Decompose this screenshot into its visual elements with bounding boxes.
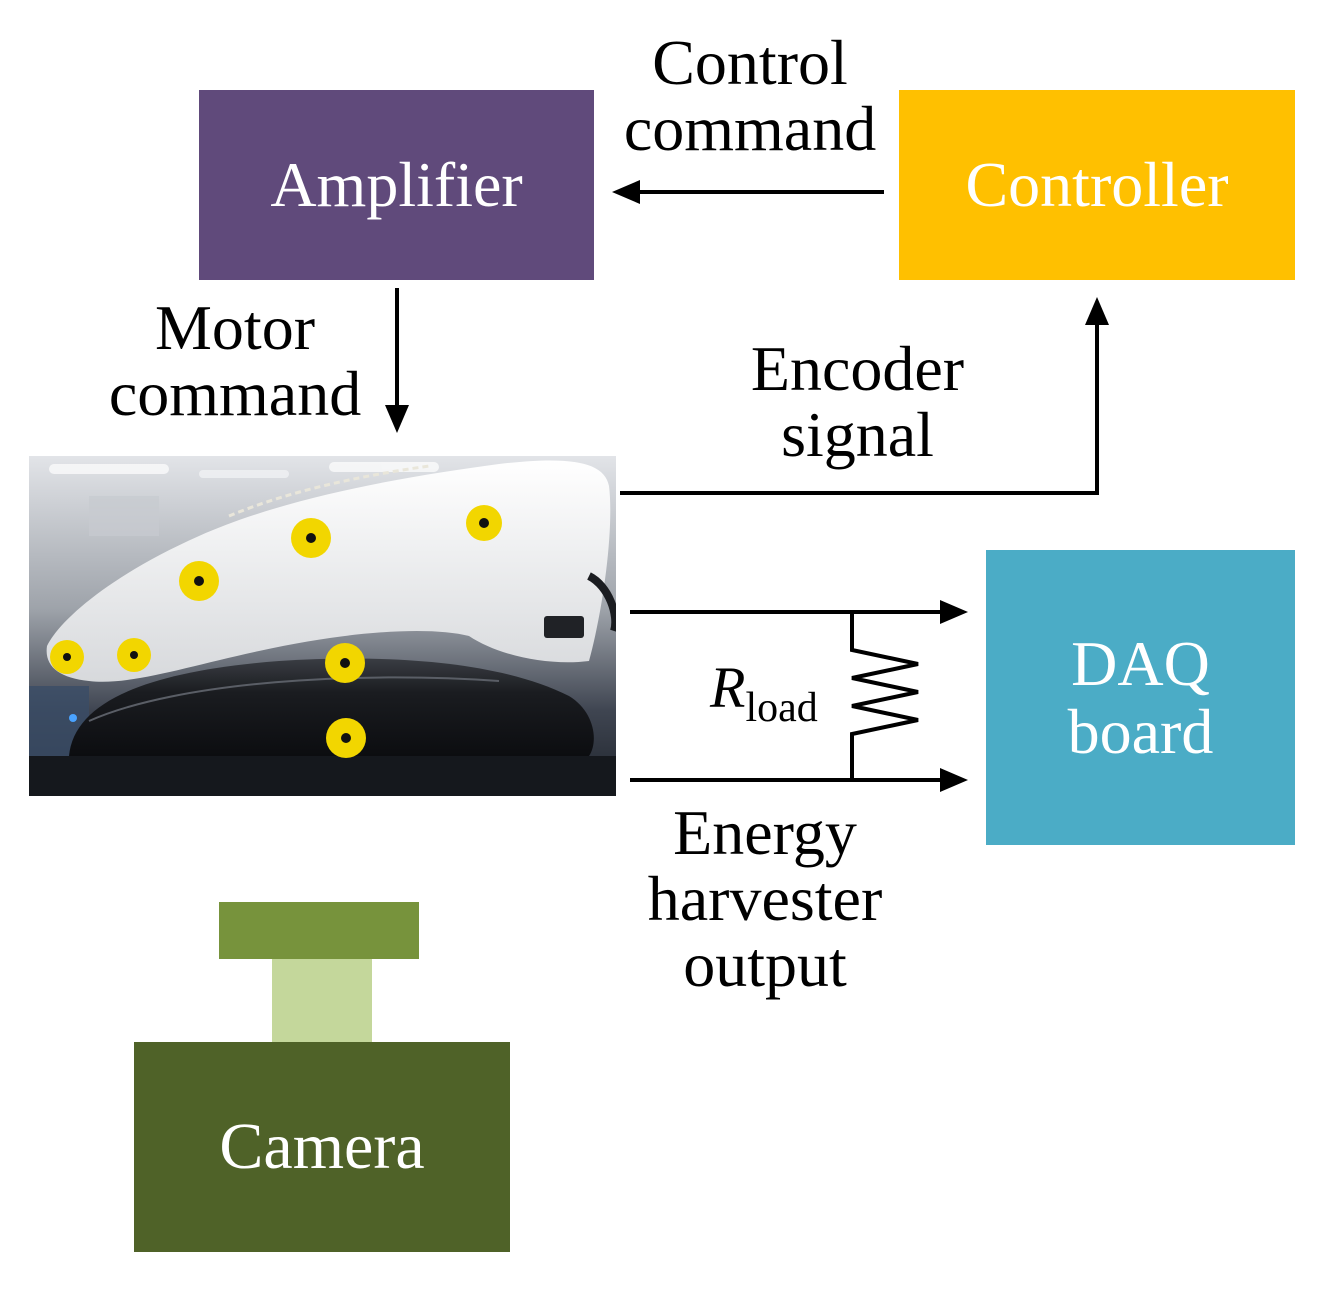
motor-command-line1: Motor <box>155 292 315 363</box>
controller-label: Controller <box>965 149 1229 221</box>
motor-command-label: Motor command <box>80 295 390 427</box>
rload-subscript: load <box>745 685 818 731</box>
energy-output-line2: harvester <box>647 862 883 934</box>
encoder-signal-line2: signal <box>781 398 934 470</box>
camera-top-plate <box>219 902 419 959</box>
amplifier-label: Amplifier <box>270 149 523 221</box>
harvester-seam <box>88 676 500 722</box>
camera-label: Camera <box>219 1110 425 1184</box>
amplifier-block: Amplifier <box>199 90 594 280</box>
motor-command-line2: command <box>108 357 362 429</box>
control-command-line1: Control <box>652 27 848 98</box>
control-command-arrow <box>612 180 884 204</box>
sensor-connector <box>544 616 584 638</box>
camera-neck <box>272 959 372 1043</box>
daq-label-line1: DAQ <box>1071 628 1210 700</box>
glove-stitching <box>228 464 430 518</box>
encoder-signal-label: Encoder signal <box>720 336 995 468</box>
energy-output-line3: output <box>683 928 847 1000</box>
controller-block: Controller <box>899 90 1295 280</box>
motor-command-arrow <box>385 288 409 433</box>
tracking-markers <box>50 505 502 758</box>
harvester-shell <box>69 658 594 756</box>
table-surface <box>29 756 616 796</box>
energy-output-top-arrow <box>630 600 968 624</box>
energy-output-line1: Energy <box>673 797 857 868</box>
energy-output-bottom-arrow <box>630 768 968 792</box>
status-led <box>69 714 77 722</box>
load-resistor <box>850 612 919 780</box>
control-command-label: Control command <box>600 30 900 162</box>
energy-harvester-output-label: Energy harvester output <box>620 800 910 998</box>
rload-symbol: R <box>710 655 746 720</box>
encoder-signal-line1: Encoder <box>750 333 965 404</box>
experiment-photo <box>29 456 616 796</box>
daq-board-block: DAQ board <box>986 550 1295 845</box>
sensor-cable <box>586 572 616 632</box>
encoder-signal-arrow <box>620 297 1109 495</box>
control-command-line2: command <box>623 92 877 164</box>
rload-label: Rload <box>710 654 818 731</box>
camera-block: Camera <box>134 1042 510 1252</box>
daq-label-line2: board <box>1067 695 1214 767</box>
